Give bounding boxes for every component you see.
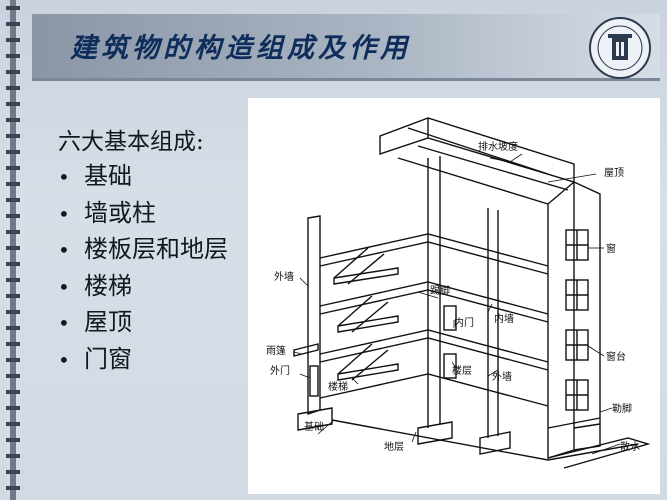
label-outer-wall-left: 外墙 [274,270,294,283]
list-item: •楼板层和地层 [58,231,228,268]
label-inner-door: 内门 [454,316,474,329]
label-canopy: 雨篷 [266,344,286,357]
bullet-icon: • [58,165,70,189]
label-plinth: 勒脚 [612,402,632,415]
bullet-icon: • [58,274,70,299]
building-section-diagram: 排水坡度 屋顶 窗 窗台 勒脚 散水 地层 基础 楼梯 外门 雨篷 外墙 踢脚 … [248,98,660,494]
bullet-icon: • [58,347,70,372]
label-outer-door: 外门 [270,364,290,377]
spiral-binding [6,0,20,500]
label-outer-wall-right: 外墙 [492,370,512,383]
label-ground-floor: 地层 [384,440,404,453]
bullet-icon: • [58,311,70,336]
label-stairs: 楼梯 [328,380,348,393]
list-item: •屋顶 [58,304,228,341]
label-floor-slab: 楼层 [452,364,472,377]
label-roof: 屋顶 [604,167,624,179]
label-inner-wall: 内墙 [494,312,514,325]
label-windowsill: 窗台 [606,350,626,363]
label-foundation: 基础 [304,420,324,433]
label-roof-slope: 排水坡度 [478,140,518,153]
slide-title: 建筑物的构造组成及作用 [70,33,411,64]
bullet-icon: • [58,201,70,226]
list-item: •墙或柱 [58,195,228,232]
list-item: •门窗 [58,341,228,378]
label-window: 窗 [606,242,616,255]
components-heading: 六大基本组成: [58,129,204,155]
bullet-icon: • [58,238,70,263]
list-item: •楼梯 [58,268,228,305]
components-list: •基础 •墙或柱 •楼板层和地层 •楼梯 •屋顶 •门窗 [58,158,228,378]
university-seal-icon [589,17,651,79]
label-apron: 散水 [620,440,640,453]
title-band [32,14,660,81]
list-item: •基础 [58,158,228,195]
label-kick-board: 踢脚 [430,284,450,297]
